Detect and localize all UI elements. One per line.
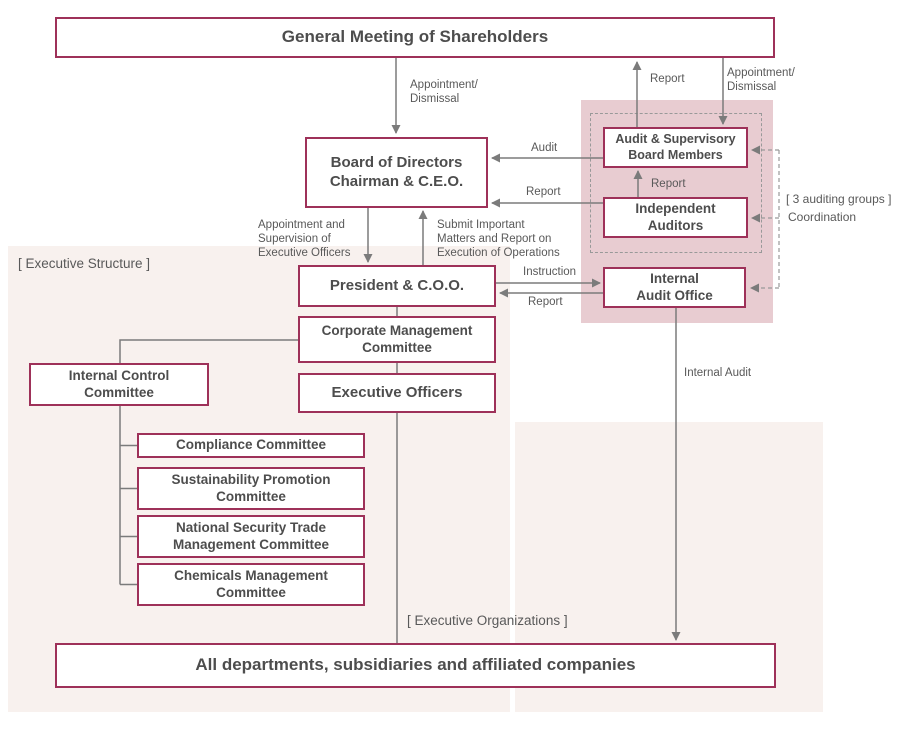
general-meeting-box: General Meeting of Shareholders — [55, 17, 775, 58]
president-box: President & C.O.O. — [298, 265, 496, 307]
label-executive-structure: [ Executive Structure ] — [18, 256, 151, 271]
label-submit-matters: Submit Important Matters and Report on E… — [437, 219, 560, 259]
national-security-committee-box: National Security Trade Management Commi… — [137, 515, 365, 558]
label-report-auditors: Report — [651, 178, 686, 190]
all-departments-box: All departments, subsidiaries and affili… — [55, 643, 776, 688]
label-report-to-shareholders: Report — [650, 73, 685, 85]
internal-audit-office-box: Internal Audit Office — [603, 267, 746, 308]
label-appointment-supervision: Appointment and Supervision of Executive… — [258, 219, 351, 259]
label-appointment-dismissal-board: Appointment/ Dismissal — [410, 79, 478, 105]
board-of-directors-box: Board of Directors Chairman & C.E.O. — [305, 137, 488, 208]
compliance-committee-box: Compliance Committee — [137, 433, 365, 458]
audit-supervisory-board-box: Audit & Supervisory Board Members — [603, 127, 748, 168]
label-executive-organizations: [ Executive Organizations ] — [407, 613, 568, 628]
label-internal-audit: Internal Audit — [684, 367, 752, 379]
internal-control-committee-box: Internal Control Committee — [29, 363, 209, 406]
chemicals-committee-box: Chemicals Management Committee — [137, 563, 365, 606]
label-report-to-president: Report — [528, 296, 563, 308]
label-auditing-groups: [ 3 auditing groups ] — [786, 192, 892, 206]
label-instruction: Instruction — [523, 266, 577, 278]
sustainability-committee-box: Sustainability Promotion Committee — [137, 467, 365, 510]
corporate-management-committee-box: Corporate Management Committee — [298, 316, 496, 363]
label-appointment-dismissal-audit: Appointment/ Dismissal — [727, 67, 795, 93]
independent-auditors-box: Independent Auditors — [603, 197, 748, 238]
auditing-groups-outline — [590, 113, 762, 253]
label-report-to-board: Report — [526, 186, 561, 198]
executive-officers-box: Executive Officers — [298, 373, 496, 413]
label-coordination: Coordination — [788, 210, 857, 224]
label-audit: Audit — [531, 142, 558, 154]
